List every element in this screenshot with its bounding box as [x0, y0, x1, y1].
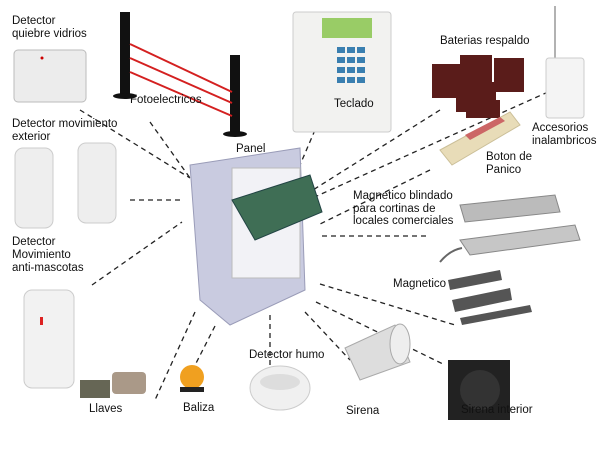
label-line: Panico: [486, 164, 522, 176]
line-glass-break: [79, 109, 191, 179]
line-siren-indoor: [315, 301, 446, 366]
label-keys: Llaves: [89, 403, 123, 415]
label-line: Boton de: [486, 151, 533, 163]
label-panel: Panel: [236, 143, 266, 155]
label-beacon: Baliza: [183, 402, 215, 414]
label-siren-indoor: Sirena interior: [461, 404, 533, 416]
glass-break-detector: [13, 49, 87, 103]
line-keys: [154, 311, 196, 401]
label-line: Magnetico blindado: [353, 190, 453, 202]
smoke-detector: [249, 365, 311, 411]
keypad-device: [292, 11, 392, 133]
panic-button: [439, 111, 521, 166]
label-line: Detector movimiento: [12, 118, 118, 130]
label-line: quiebre vidrios: [12, 28, 87, 40]
line-panic: [317, 169, 431, 226]
line-photoelectric: [149, 121, 191, 179]
motion-exterior-detectors: [14, 142, 117, 229]
panel-box: [189, 147, 323, 326]
line-keypad: [299, 129, 316, 166]
line-wireless: [307, 91, 549, 201]
label-batteries: Baterias respaldo: [440, 35, 530, 47]
label-line: inalambricos: [532, 135, 597, 147]
label-magnetic: Magnetico: [393, 278, 447, 290]
label-smoke: Detector humo: [249, 349, 325, 361]
siren: [344, 323, 411, 381]
label-line: Detector: [12, 15, 56, 27]
connection-lines: [79, 91, 549, 401]
shutter-magnetic-contact: [439, 194, 581, 263]
label-line: exterior: [12, 131, 51, 143]
label-line: locales comerciales: [353, 215, 454, 227]
beacon: [180, 365, 204, 392]
label-line: Detector: [12, 236, 56, 248]
line-siren: [304, 311, 351, 361]
label-line: Accesorios: [532, 122, 589, 134]
pet-motion-detector: [23, 289, 75, 389]
label-siren: Sirena: [346, 405, 380, 417]
keys: [80, 372, 146, 398]
label-line: para cortinas de: [353, 202, 436, 215]
magnetic-contact: [448, 270, 532, 325]
line-magnetic: [319, 283, 456, 326]
wireless-accessory: [545, 6, 585, 119]
label-keypad: Teclado: [334, 98, 374, 110]
line-pet-motion: [91, 221, 183, 286]
label-photoelectric: Fotoelectricos: [130, 94, 202, 106]
indoor-siren: [448, 360, 510, 420]
photoelectric-beams: [113, 12, 247, 137]
label-line: Movimiento: [12, 249, 71, 261]
label-line: anti-mascotas: [12, 262, 84, 274]
backup-batteries: [432, 55, 524, 118]
